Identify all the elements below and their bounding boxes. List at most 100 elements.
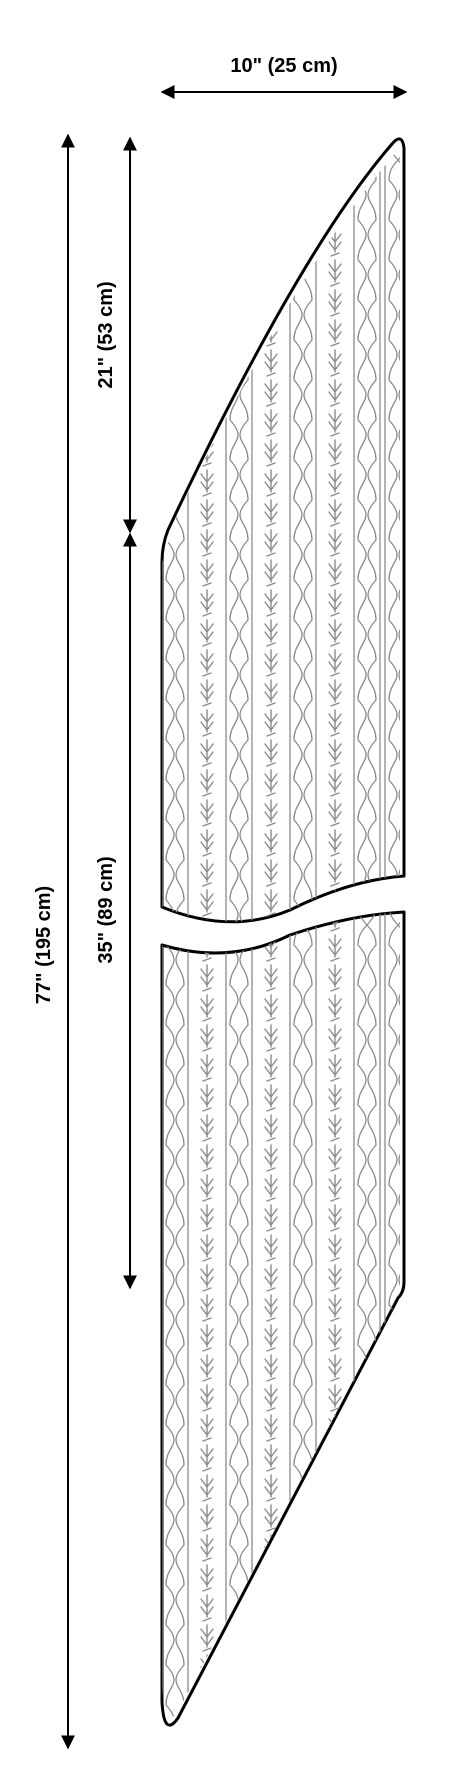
- fern-motif: [328, 1024, 342, 1052]
- fern-motif: [200, 1714, 214, 1717]
- fern-motif: [264, 709, 278, 737]
- fern-motif: [328, 1564, 342, 1592]
- fern-motif: [200, 529, 214, 557]
- fern-motif: [264, 229, 278, 257]
- fern-motif: [328, 1684, 342, 1712]
- fern-motif: [328, 1234, 342, 1262]
- fern-motif: [264, 1234, 278, 1262]
- fern-motif: [264, 499, 278, 527]
- fern-motif: [328, 1354, 342, 1382]
- fern-motif: [264, 1654, 278, 1682]
- fern-motif: [328, 169, 342, 197]
- fern-motif: [200, 169, 214, 197]
- fern-motif: [200, 1114, 214, 1142]
- fern-motif: [200, 1294, 214, 1322]
- fern-motif: [200, 469, 214, 497]
- fern-motif: [264, 859, 278, 887]
- fern-motif: [200, 1174, 214, 1202]
- fern-motif: [264, 259, 278, 287]
- cable-strand: [357, 148, 377, 922]
- fern-motif: [200, 799, 214, 827]
- fern-motif: [200, 1474, 214, 1502]
- upper-outline: [160, 137, 406, 924]
- fern-motif: [264, 1024, 278, 1052]
- fern-motif: [200, 1144, 214, 1172]
- fern-motif: [200, 859, 214, 887]
- fern-motif: [264, 799, 278, 827]
- fern-motif: [264, 148, 278, 167]
- fern-motif: [200, 319, 214, 347]
- fern-motif: [264, 349, 278, 377]
- fern-motif: [200, 1564, 214, 1592]
- fern-motif: [328, 1714, 342, 1717]
- fern-motif: [200, 259, 214, 287]
- fern-motif: [264, 529, 278, 557]
- fern-motif: [264, 964, 278, 992]
- upper-taper-label: 21" (53 cm): [95, 281, 117, 388]
- cable-strand: [357, 148, 377, 922]
- fern-motif: [200, 679, 214, 707]
- fern-motif: [328, 709, 342, 737]
- cable-strand: [388, 148, 400, 922]
- fern-motif: [264, 889, 278, 917]
- fern-motif: [328, 1144, 342, 1172]
- fern-motif: [328, 1204, 342, 1232]
- fern-motif: [264, 289, 278, 317]
- fern-motif: [200, 148, 214, 167]
- fern-motif: [200, 289, 214, 317]
- fern-motif: [328, 1444, 342, 1472]
- fern-motif: [328, 679, 342, 707]
- fern-motif: [328, 1324, 342, 1352]
- width-label: 10" (25 cm): [230, 55, 337, 77]
- fern-motif: [264, 1114, 278, 1142]
- fern-motif: [264, 619, 278, 647]
- fern-motif: [200, 1234, 214, 1262]
- fern-motif: [264, 994, 278, 1022]
- fern-motif: [200, 229, 214, 257]
- fern-motif: [264, 1204, 278, 1232]
- cable-strand: [165, 912, 185, 1717]
- fern-motif: [328, 1384, 342, 1412]
- fern-motif: [200, 739, 214, 767]
- upper-taper-dimension: 21" (53 cm): [95, 136, 137, 534]
- fern-motif: [264, 1294, 278, 1322]
- fern-motif: [200, 1024, 214, 1052]
- fern-motif: [264, 649, 278, 677]
- fern-motif: [264, 1624, 278, 1652]
- fern-motif: [264, 1054, 278, 1082]
- fern-motif: [200, 1534, 214, 1562]
- fern-motif: [328, 994, 342, 1022]
- fern-motif: [264, 1414, 278, 1442]
- fern-motif: [200, 1444, 214, 1472]
- fern-motif: [200, 1624, 214, 1652]
- wrap-upper-piece: [160, 137, 406, 924]
- fern-motif: [264, 469, 278, 497]
- width-dimension: 10" (25 cm): [160, 55, 408, 99]
- fern-motif: [328, 799, 342, 827]
- fern-motif: [328, 1114, 342, 1142]
- fern-motif: [200, 889, 214, 917]
- fern-motif: [264, 739, 278, 767]
- fern-motif: [200, 1264, 214, 1292]
- fern-motif: [328, 829, 342, 857]
- fern-motif: [200, 379, 214, 407]
- fern-motif: [264, 934, 278, 962]
- fern-motif: [328, 1594, 342, 1622]
- fern-motif: [264, 1504, 278, 1532]
- fern-motif: [264, 559, 278, 587]
- fern-motif: [200, 829, 214, 857]
- fern-motif: [328, 259, 342, 287]
- fern-motif: [264, 1174, 278, 1202]
- fern-motif: [328, 499, 342, 527]
- total-length-dimension: 77" (195 cm): [33, 133, 75, 1750]
- fern-motif: [328, 349, 342, 377]
- fern-motif: [328, 439, 342, 467]
- fern-motif: [200, 619, 214, 647]
- fern-motif: [264, 1684, 278, 1712]
- fern-motif: [200, 769, 214, 797]
- middle-section-dimension: 35" (89 cm): [95, 532, 137, 1290]
- middle-section-label: 35" (89 cm): [95, 856, 117, 963]
- fern-motif: [264, 379, 278, 407]
- fern-motif: [200, 1684, 214, 1712]
